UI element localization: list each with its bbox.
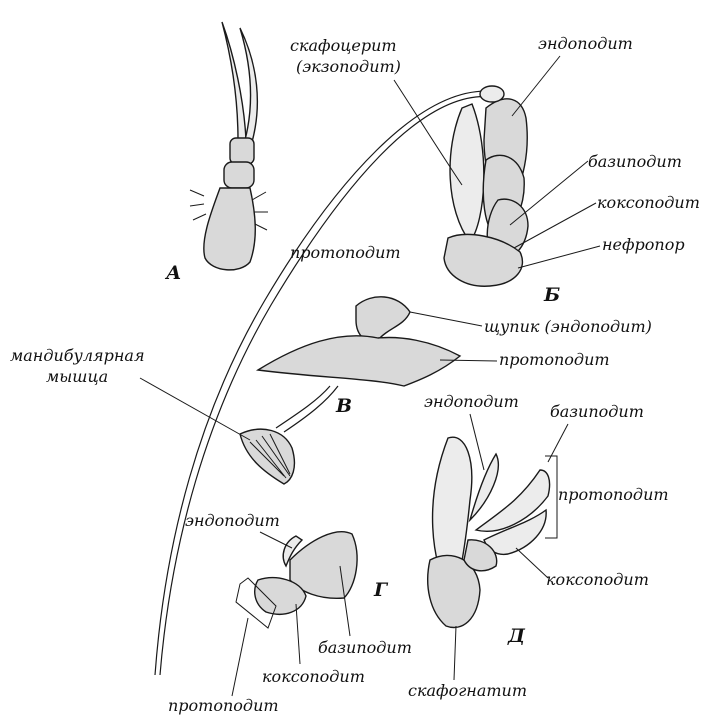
label-b-coxopod: коксоподит [597,193,700,212]
letter-g: Г [373,579,389,601]
figure-d-maxilla [428,437,550,627]
label-d-scaphognathite: скафогнатит [408,681,527,700]
label-scaphocerite-exopod: (экзоподит) [296,57,401,76]
label-b-basipod: базиподит [588,152,682,171]
label-g-basipod: базиподит [318,638,412,657]
label-d-endopod: эндоподит [424,392,519,411]
figure-v-mandible [240,297,460,484]
letter-v: В [335,395,352,417]
label-d-basipod: базиподит [550,402,644,421]
figure-g-maxillule [255,532,357,615]
label-a-protopod: протоподит [290,243,401,262]
letter-a: А [164,262,181,284]
label-v-palp: щупик (эндоподит) [484,317,652,336]
label-mandible-muscle-2: мышца [46,367,108,386]
label-g-protopod: протоподит [168,696,279,715]
label-b-endopod: эндоподит [538,34,633,53]
label-mandible-muscle: мандибулярная [10,346,145,365]
label-scaphocerite: скафоцерит [290,36,397,55]
figure-b-antenna [444,86,528,286]
letter-b: Б [543,284,560,306]
label-g-coxopod: коксоподит [262,667,365,686]
label-b-nephropore: нефропор [602,235,685,254]
figure-a-antennule [190,22,268,270]
label-g-endopod: эндоподит [185,511,280,530]
label-v-protopod: протоподит [499,350,610,369]
label-d-coxopod: коксоподит [546,570,649,589]
label-d-protopod: протоподит [558,485,669,504]
letter-d: Д [507,625,526,647]
